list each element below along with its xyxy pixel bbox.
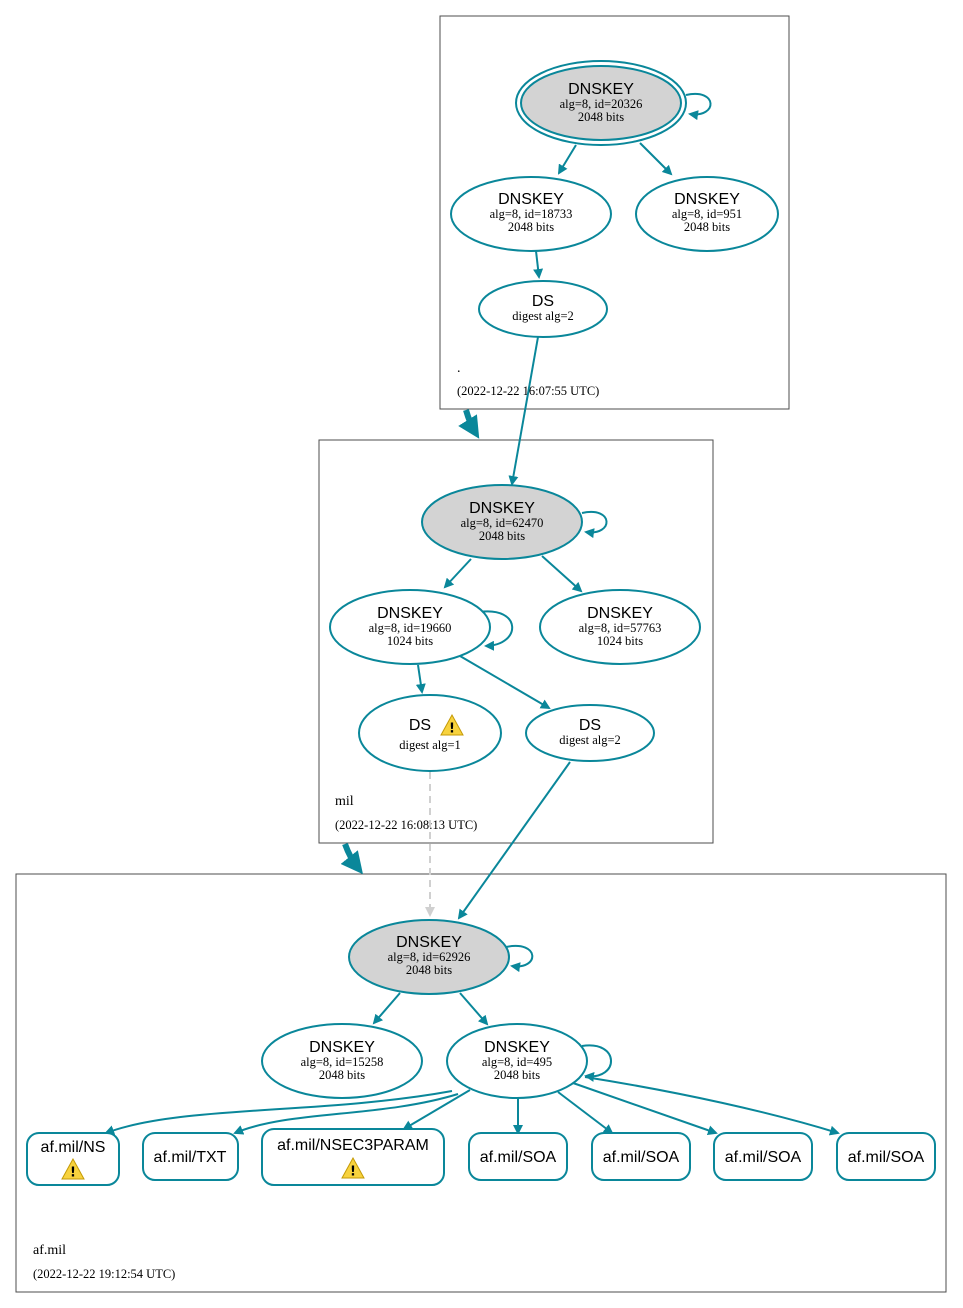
delegation-arrow-root-mil: [458, 409, 480, 439]
node-bits: 2048 bits: [494, 1068, 540, 1082]
edge-mil-ksk-zsk2: [541, 555, 583, 593]
edge-mil-zsk1-self: [478, 610, 514, 651]
zone-afmil-timestamp: (2022-12-22 19:12:54 UTC): [33, 1267, 175, 1281]
node-detail: digest alg=1: [399, 738, 461, 752]
rrset-soa-1[interactable]: af.mil/SOA: [468, 1132, 568, 1181]
mil-zsk2-node[interactable]: DNSKEY alg=8, id=57763 1024 bits: [539, 589, 701, 665]
edges: [104, 92, 840, 1136]
rrset-txt[interactable]: af.mil/TXT: [142, 1132, 239, 1181]
edge-mil-zsk1-ds2: [459, 655, 551, 710]
zone-afmil-name: af.mil: [33, 1243, 66, 1258]
rrset-soa-2[interactable]: af.mil/SOA: [591, 1132, 691, 1181]
edge-af-zsk2-self: [581, 1044, 612, 1082]
delegation-arrow-mil-afmil: [340, 842, 363, 875]
node-detail: digest alg=2: [559, 733, 621, 747]
rrset-nsec3param[interactable]: af.mil/NSEC3PARAM: [261, 1128, 445, 1186]
edge-root-ksk-zsk2: [639, 142, 673, 176]
rrset-soa-4[interactable]: af.mil/SOA: [836, 1132, 936, 1181]
mil-ds1-node[interactable]: DS digest alg=1: [358, 694, 502, 772]
node-detail: alg=8, id=495: [482, 1055, 552, 1069]
edge-root-ksk-self: [685, 92, 712, 121]
edge-af-zsk2-soa2: [557, 1091, 614, 1135]
edge-af-zsk2-nsec3param: [402, 1089, 471, 1131]
edge-root-ksk-zsk1: [557, 144, 577, 175]
node-bits: 2048 bits: [508, 220, 554, 234]
node-title: DNSKEY: [309, 1039, 375, 1056]
node-detail: digest alg=2: [512, 309, 574, 323]
node-title: DNSKEY: [587, 605, 653, 622]
rrset-label: af.mil/NSEC3PARAM: [277, 1137, 429, 1154]
zone-root-name: .: [457, 361, 461, 376]
node-title: DNSKEY: [469, 500, 535, 517]
edge-mil-ksk-self: [581, 510, 608, 539]
node-bits: 1024 bits: [597, 634, 643, 648]
af-zsk2-node[interactable]: DNSKEY alg=8, id=495 2048 bits: [446, 1023, 588, 1099]
node-detail: alg=8, id=18733: [490, 207, 573, 221]
af-zsk1-node[interactable]: DNSKEY alg=8, id=15258 2048 bits: [261, 1023, 423, 1099]
edge-mil-zsk1-ds1: [415, 664, 426, 694]
edge-af-zsk2-soa4: [584, 1076, 840, 1136]
node-detail: alg=8, id=19660: [369, 621, 452, 635]
edge-mil-ds2-af-ksk: [457, 761, 571, 920]
rrset-label: af.mil/SOA: [725, 1149, 802, 1166]
node-title: DNSKEY: [498, 191, 564, 208]
edge-af-zsk2-ns: [104, 1090, 453, 1135]
node-detail: alg=8, id=62470: [461, 516, 544, 530]
node-title: DNSKEY: [484, 1039, 550, 1056]
edge-root-zsk1-ds: [533, 250, 544, 279]
edge-af-ksk-self: [505, 944, 534, 973]
mil-zsk1-node[interactable]: DNSKEY alg=8, id=19660 1024 bits: [329, 589, 491, 665]
node-title: DS: [579, 717, 601, 734]
rrset-soa-3[interactable]: af.mil/SOA: [713, 1132, 813, 1181]
af-ksk-node[interactable]: DNSKEY alg=8, id=62926 2048 bits: [348, 919, 510, 995]
rrset-label: af.mil/TXT: [154, 1149, 227, 1166]
node-title: DNSKEY: [396, 934, 462, 951]
node-detail: alg=8, id=15258: [301, 1055, 384, 1069]
node-detail: alg=8, id=951: [672, 207, 742, 221]
root-zsk1-node[interactable]: DNSKEY alg=8, id=18733 2048 bits: [450, 176, 612, 252]
node-bits: 2048 bits: [578, 110, 624, 124]
node-title: DS: [532, 293, 554, 310]
node-bits: 2048 bits: [479, 529, 525, 543]
rrset-label: af.mil/SOA: [603, 1149, 680, 1166]
rrset-label: af.mil/NS: [41, 1139, 106, 1156]
node-detail: alg=8, id=62926: [388, 950, 471, 964]
edge-root-ds-mil-ksk: [508, 336, 539, 486]
node-detail: alg=8, id=20326: [560, 97, 643, 111]
node-detail: alg=8, id=57763: [579, 621, 662, 635]
edge-af-ksk-zsk1: [372, 992, 401, 1025]
node-title: DS: [409, 717, 431, 734]
root-zsk2-node[interactable]: DNSKEY alg=8, id=951 2048 bits: [635, 176, 779, 252]
mil-ds2-node[interactable]: DS digest alg=2: [525, 704, 655, 762]
node-title: DNSKEY: [568, 81, 634, 98]
node-bits: 1024 bits: [387, 634, 433, 648]
edge-af-zsk2-soa3: [572, 1082, 718, 1136]
node-bits: 2048 bits: [319, 1068, 365, 1082]
node-bits: 2048 bits: [684, 220, 730, 234]
node-bits: 2048 bits: [406, 963, 452, 977]
rrset-label: af.mil/SOA: [848, 1149, 925, 1166]
node-title: DNSKEY: [377, 605, 443, 622]
edge-mil-ksk-zsk1: [443, 558, 472, 589]
node-title: DNSKEY: [674, 191, 740, 208]
zone-mil-name: mil: [335, 794, 354, 809]
edge-af-zsk2-txt: [233, 1093, 459, 1135]
edge-af-ksk-zsk2: [459, 992, 489, 1026]
zone-mil-timestamp: (2022-12-22 16:08:13 UTC): [335, 818, 477, 832]
root-ds-node[interactable]: DS digest alg=2: [478, 280, 608, 338]
rrset-label: af.mil/SOA: [480, 1149, 557, 1166]
root-ksk-node[interactable]: DNSKEY alg=8, id=20326 2048 bits: [515, 60, 687, 146]
mil-ksk-node[interactable]: DNSKEY alg=8, id=62470 2048 bits: [421, 484, 583, 560]
rrset-ns[interactable]: af.mil/NS: [26, 1132, 120, 1186]
